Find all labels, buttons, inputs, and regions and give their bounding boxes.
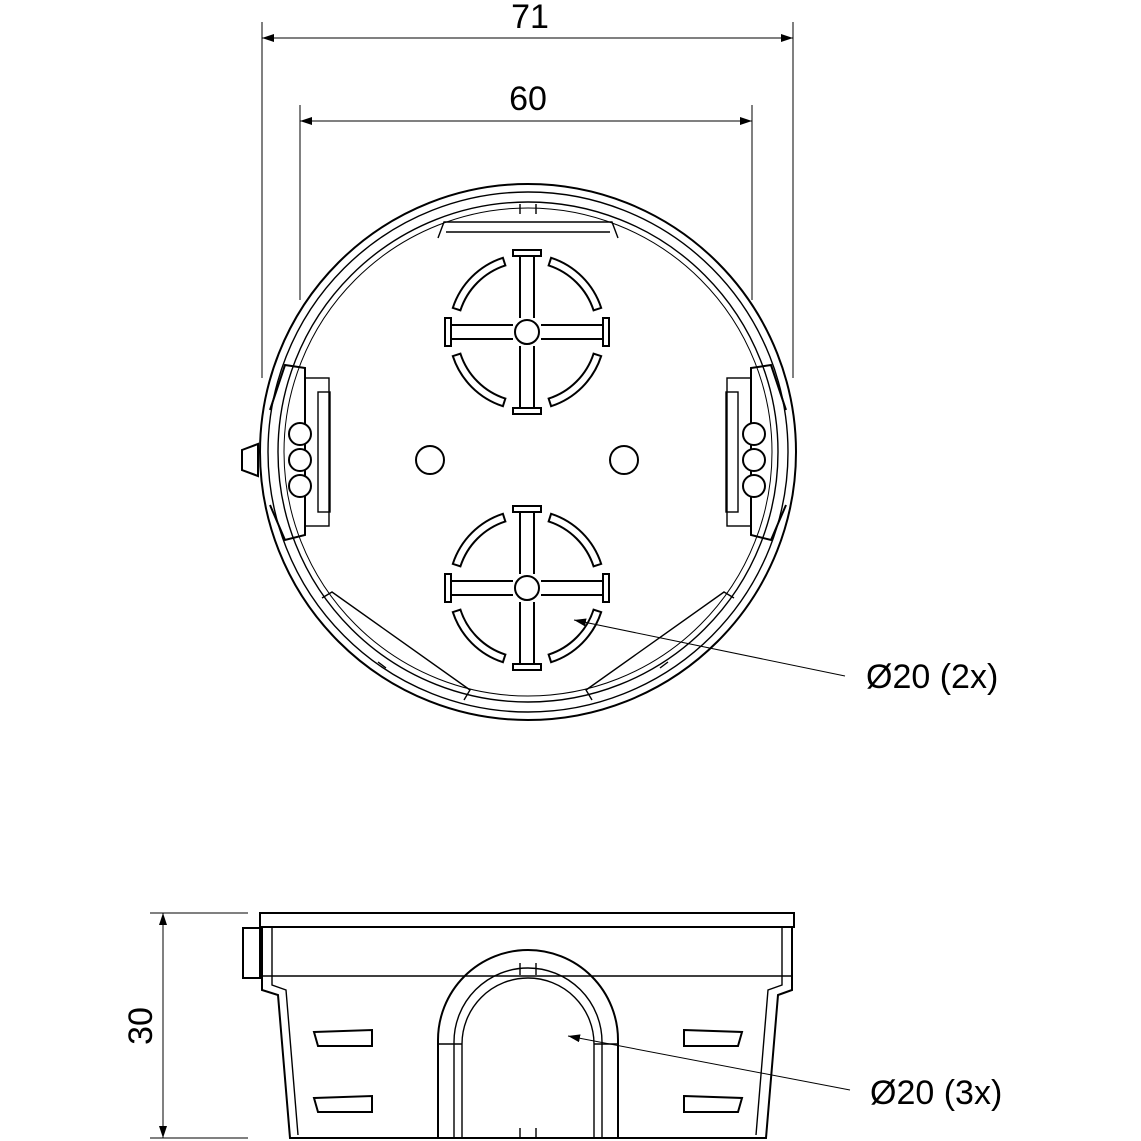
upper-knockout: [444, 249, 610, 415]
dimension-71: 71: [261, 0, 794, 378]
side-view: 30 Ø20 (3x): [122, 912, 1002, 1139]
side-slots: [312, 1028, 744, 1113]
knockout-callout-side: Ø20 (3x): [567, 1034, 1002, 1112]
top-view: 71 60: [241, 0, 998, 721]
knockout-callout-top: Ø20 (2x): [573, 618, 998, 696]
knockout-label-3x: Ø20 (3x): [870, 1074, 1002, 1112]
left-screw-clamp: [241, 363, 331, 542]
box-outline: [259, 183, 797, 721]
left-screw-hole: [415, 445, 445, 475]
dimension-30-label: 30: [122, 1007, 160, 1045]
dimension-30: 30: [122, 912, 248, 1139]
dimension-60-label: 60: [509, 80, 547, 118]
knockout-label-2x: Ø20 (2x): [866, 658, 998, 696]
top-clip: [437, 204, 619, 239]
right-screw-hole: [609, 445, 639, 475]
dimension-60: 60: [299, 80, 753, 300]
right-screw-clamp: [725, 363, 787, 542]
lower-knockout: [444, 505, 610, 671]
bottom-clips: [321, 591, 735, 701]
side-knockout-opening: [437, 949, 619, 1138]
box-side-profile: [242, 912, 795, 1139]
dimension-71-label: 71: [511, 0, 549, 36]
